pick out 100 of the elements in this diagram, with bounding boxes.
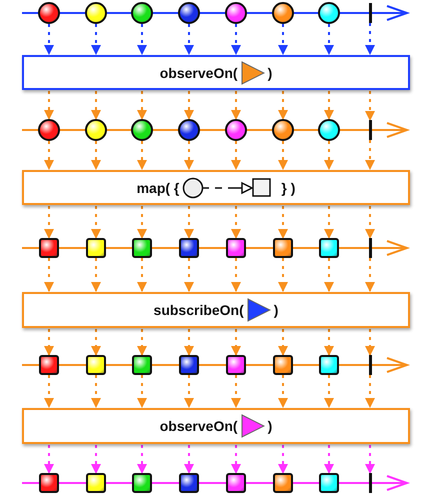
square-marble <box>39 238 59 258</box>
arrow <box>184 24 194 55</box>
marble <box>178 119 200 141</box>
square-marble <box>86 355 106 375</box>
marble <box>225 2 247 24</box>
arrow <box>137 206 147 239</box>
operator-label: observeOn( <box>160 64 238 80</box>
marble <box>178 2 200 24</box>
marble <box>318 2 340 24</box>
arrow <box>44 329 54 356</box>
square-marble <box>179 355 199 375</box>
marble <box>272 2 294 24</box>
arrow <box>44 206 54 239</box>
square-marble <box>226 355 246 375</box>
operator-box <box>22 170 410 205</box>
arrow <box>278 329 288 356</box>
arrow <box>231 329 241 356</box>
arrow <box>91 206 101 239</box>
arrow <box>231 258 241 292</box>
arrow <box>231 141 241 170</box>
arrow <box>365 329 375 356</box>
arrow <box>184 91 194 120</box>
operator-box <box>22 408 410 444</box>
arrow <box>231 24 241 55</box>
arrow <box>324 258 334 292</box>
arrow <box>365 23 375 55</box>
completion-bar <box>369 238 372 258</box>
arrow <box>91 24 101 55</box>
completion-bar <box>369 3 372 23</box>
square-marble <box>179 238 199 258</box>
operator-box <box>22 55 410 90</box>
arrow <box>184 206 194 239</box>
arrow <box>278 24 288 55</box>
arrow <box>365 258 375 292</box>
square-marble <box>39 473 59 493</box>
arrow <box>91 91 101 120</box>
operator-label: observeOn( <box>160 418 238 434</box>
square-marble <box>39 355 59 375</box>
square-marble <box>273 355 293 375</box>
completion-bar <box>369 120 372 140</box>
square-marble <box>179 473 199 493</box>
marble <box>318 119 340 141</box>
arrow <box>278 206 288 239</box>
square-marble <box>319 238 339 258</box>
completion-bar <box>369 355 372 375</box>
square-marble <box>226 473 246 493</box>
operator-label: } ) <box>281 180 296 196</box>
arrow <box>278 91 288 120</box>
arrow <box>137 329 147 356</box>
arrow <box>91 329 101 356</box>
arrow <box>324 141 334 170</box>
marble <box>38 119 60 141</box>
arrow <box>91 141 101 170</box>
arrow <box>278 375 288 408</box>
arrow <box>324 206 334 239</box>
completion-bar <box>369 473 372 493</box>
arrow <box>278 141 288 170</box>
arrow <box>184 141 194 170</box>
square-marble <box>273 238 293 258</box>
marble <box>131 119 153 141</box>
arrow <box>137 258 147 292</box>
arrow <box>365 375 375 408</box>
operator-label: subscribeOn( <box>154 302 244 318</box>
arrow <box>137 445 147 474</box>
arrow <box>278 258 288 292</box>
arrow <box>365 206 375 239</box>
arrow <box>365 91 375 121</box>
square-marble <box>86 473 106 493</box>
marble <box>131 2 153 24</box>
arrow <box>91 258 101 292</box>
arrow <box>278 445 288 474</box>
square-marble <box>273 473 293 493</box>
operator-label: ) <box>274 302 278 318</box>
arrow <box>324 375 334 408</box>
arrow <box>324 24 334 55</box>
square-marble <box>226 238 246 258</box>
operator-label: ) <box>268 418 272 434</box>
arrow <box>231 91 241 120</box>
arrow <box>44 445 54 474</box>
arrow <box>365 445 375 474</box>
arrow <box>365 140 375 170</box>
marble <box>272 119 294 141</box>
operator-box <box>22 292 410 328</box>
arrow <box>137 24 147 55</box>
arrow <box>184 445 194 474</box>
arrow <box>44 91 54 120</box>
square-marble <box>132 473 152 493</box>
arrow <box>324 445 334 474</box>
arrow <box>44 258 54 292</box>
operator-label: ) <box>268 64 272 80</box>
arrow <box>184 375 194 408</box>
square-marble <box>319 473 339 493</box>
arrow <box>324 91 334 120</box>
square-marble <box>132 355 152 375</box>
arrow <box>184 329 194 356</box>
arrow <box>184 258 194 292</box>
arrow <box>91 375 101 408</box>
arrow <box>231 445 241 474</box>
square-marble <box>132 238 152 258</box>
arrow <box>44 141 54 170</box>
